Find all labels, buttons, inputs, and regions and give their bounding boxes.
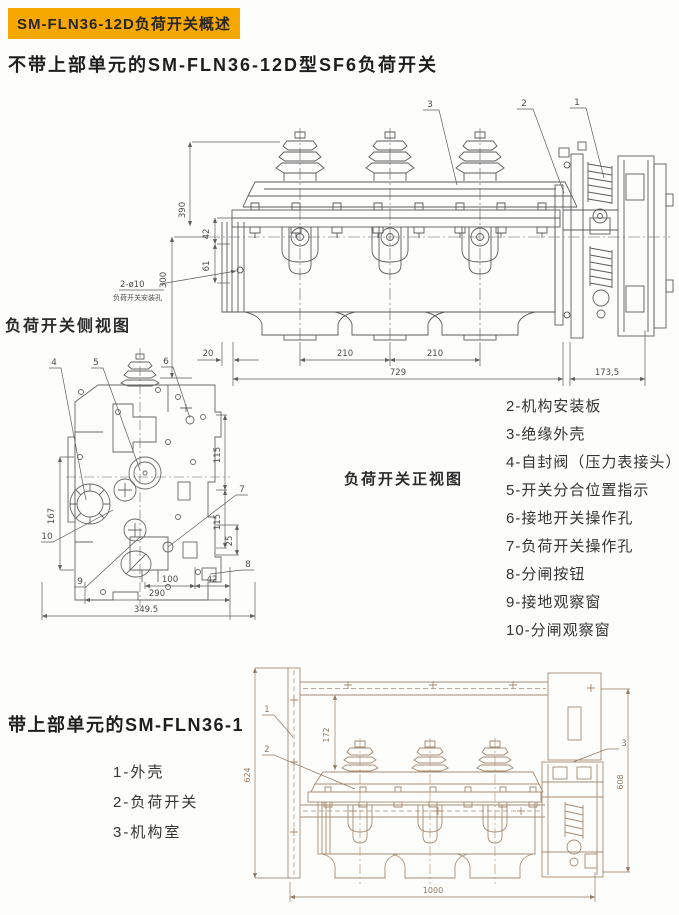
dimension-label: 624 bbox=[243, 767, 252, 782]
bushing-insulators bbox=[275, 131, 505, 181]
dimension-label: 42 bbox=[202, 229, 212, 240]
bottom-cover bbox=[307, 771, 544, 808]
callout-label: 3 bbox=[427, 100, 433, 110]
bottom-pole-housings bbox=[244, 311, 536, 341]
section2-parts-list: 1-外壳 2-负荷开关 3-机构室 bbox=[113, 758, 198, 848]
bottom-view-drawing: 624 172 608 1000 1 2 3 bbox=[243, 667, 631, 902]
dimension-label: 115 bbox=[213, 447, 223, 463]
mechanism-plate bbox=[67, 384, 222, 601]
mounting-hole-note-2: 负荷开关安装孔 bbox=[113, 293, 162, 302]
dimension-label: 20 bbox=[203, 349, 214, 359]
page-subtitle: 不带上部单元的SM-FLN36-12D型SF6负荷开关 bbox=[8, 55, 439, 75]
dimension-label: 61 bbox=[202, 261, 212, 272]
mounting-hole bbox=[236, 266, 244, 274]
dimension-label: 100 bbox=[162, 575, 178, 585]
cabinet-top-rail bbox=[300, 681, 548, 696]
callout-label: 4 bbox=[51, 358, 57, 368]
callout-label: 8 bbox=[245, 560, 251, 570]
side-view-dimensions bbox=[41, 366, 256, 620]
parts-list-item: 6-接地开关操作孔 bbox=[506, 510, 634, 527]
dimension-label: 210 bbox=[337, 349, 353, 359]
dimension-label: 210 bbox=[427, 349, 443, 359]
cabinet-left-wall bbox=[287, 667, 301, 879]
dimension-label: 115 bbox=[213, 514, 223, 530]
parts-list-item: 8-分闸按钮 bbox=[506, 566, 586, 583]
tank-body bbox=[221, 222, 556, 313]
front-view-lines bbox=[208, 128, 674, 342]
dimension-label: 42 bbox=[207, 575, 218, 585]
front-view-labels: 390 42 61 300 20 210 210 729 173,5 2-ø10… bbox=[113, 98, 619, 378]
parts-list-item: 1-外壳 bbox=[113, 764, 165, 781]
bottom-view-labels: 624 172 608 1000 1 2 3 bbox=[243, 705, 627, 895]
callout-label: 3 bbox=[621, 739, 626, 749]
side-view-labels: 167 115 115 25 100 42 290 349.5 4 5 6 7 … bbox=[41, 357, 251, 615]
parts-list-item: 9-接地观察窗 bbox=[506, 594, 602, 611]
mounting-hole-note: 2-ø10 bbox=[120, 280, 145, 290]
side-view-caption: 负荷开关侧视图 bbox=[5, 318, 132, 335]
operating-mechanism bbox=[554, 141, 674, 339]
front-view-drawing: 390 42 61 300 20 210 210 729 173,5 2-ø10… bbox=[113, 98, 674, 386]
dimension-label: 167 bbox=[47, 508, 57, 524]
dimension-label: 608 bbox=[616, 774, 625, 789]
parts-list-item: 3-绝缘外壳 bbox=[506, 426, 586, 443]
page-title: SM-FLN36-12D负荷开关概述 bbox=[17, 16, 231, 33]
mechanism-room bbox=[547, 672, 602, 761]
bottom-tank-body bbox=[317, 802, 536, 855]
dimension-label: 173,5 bbox=[595, 368, 619, 378]
mounting-rail bbox=[300, 804, 545, 818]
mechanism-details bbox=[69, 387, 217, 595]
side-view-lines bbox=[66, 348, 230, 607]
parts-list-item: 5-开关分合位置指示 bbox=[506, 482, 650, 499]
callout-label: 7 bbox=[239, 485, 245, 495]
callout-label: 1 bbox=[264, 705, 269, 715]
parts-list-item: 10-分闸观察窗 bbox=[506, 622, 611, 639]
dimension-label: 390 bbox=[178, 202, 188, 218]
dimension-label: 729 bbox=[390, 368, 406, 378]
dimension-label: 300 bbox=[159, 272, 169, 288]
front-view-parts-list: 2-机构安装板 3-绝缘外壳 4-自封阀（压力表接头） 5-开关分合位置指示 6… bbox=[506, 393, 679, 645]
dimension-label: 25 bbox=[225, 536, 235, 547]
callout-label: 2 bbox=[521, 99, 527, 109]
bolt-flange bbox=[231, 202, 561, 238]
parts-list-item: 4-自封阀（压力表接头） bbox=[506, 454, 679, 471]
callout-label: 1 bbox=[574, 98, 580, 108]
parts-list-item: 2-负荷开关 bbox=[113, 794, 199, 811]
front-view-dimensions bbox=[119, 107, 646, 386]
callout-label: 10 bbox=[41, 532, 53, 542]
insulating-cover bbox=[242, 181, 578, 208]
dimension-label: 290 bbox=[149, 589, 165, 599]
dimension-label: 1000 bbox=[423, 886, 443, 895]
side-bushing-insulator bbox=[120, 353, 160, 387]
bottom-bushings bbox=[341, 740, 514, 772]
bottom-mechanism bbox=[541, 761, 604, 878]
dimension-label: 172 bbox=[322, 727, 331, 742]
bottom-view-dimensions bbox=[252, 667, 631, 902]
parts-list-item: 7-负荷开关操作孔 bbox=[506, 538, 634, 555]
callout-label: 6 bbox=[163, 357, 169, 367]
callout-label: 2 bbox=[264, 745, 269, 755]
section2-title: 带上部单元的SM-FLN36-1 bbox=[8, 715, 245, 735]
callout-label: 5 bbox=[93, 358, 99, 368]
parts-list-item: 3-机构室 bbox=[113, 824, 182, 841]
callout-label: 9 bbox=[77, 577, 83, 587]
bottom-view-lines bbox=[287, 667, 604, 884]
bottom-pole-feet bbox=[321, 853, 534, 879]
parts-list-item: 2-机构安装板 bbox=[506, 398, 602, 415]
side-view-drawing: 167 115 115 25 100 42 290 349.5 4 5 6 7 … bbox=[41, 348, 256, 620]
dimension-label: 349.5 bbox=[134, 605, 158, 615]
pole-pockets bbox=[281, 227, 499, 275]
page-title-banner: SM-FLN36-12D负荷开关概述 bbox=[8, 8, 240, 39]
front-view-caption: 负荷开关正视图 bbox=[344, 471, 464, 488]
